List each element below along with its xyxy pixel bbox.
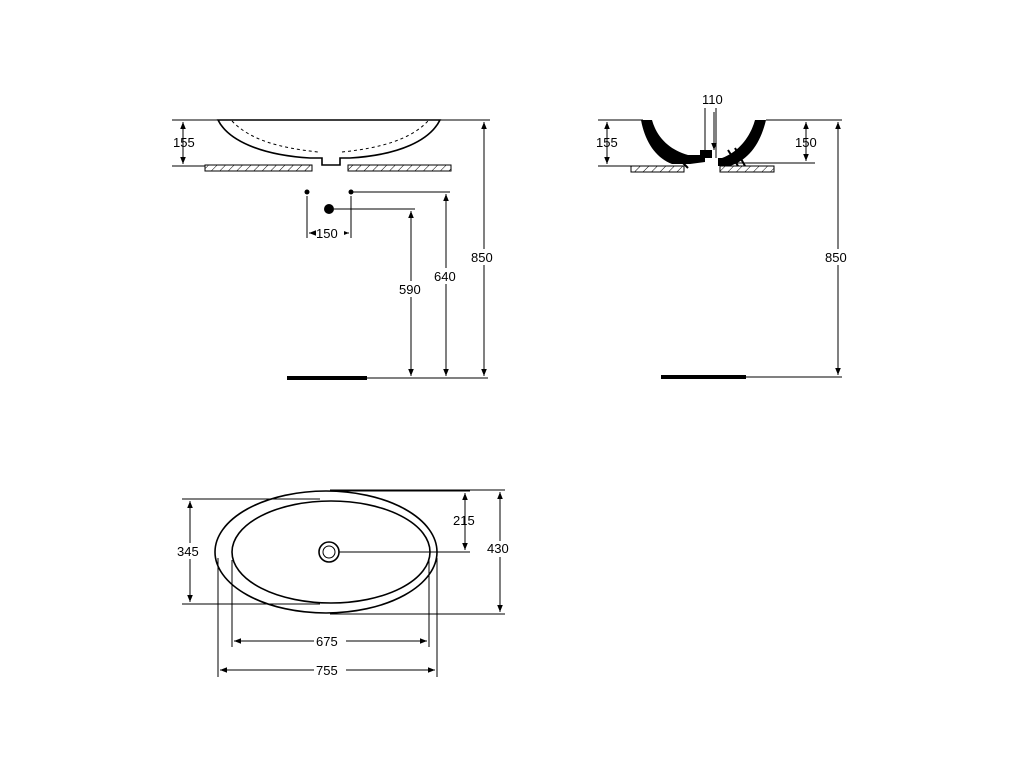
side-inner-depth-label: 150 — [795, 135, 817, 150]
side-basin-shell — [641, 120, 766, 166]
front-basin-outline — [216, 119, 442, 166]
tap-hole-right — [348, 189, 354, 195]
tap-height-label: 640 — [434, 269, 456, 284]
front-basin-inner-dashed — [231, 120, 429, 153]
front-total-height-label: 850 — [471, 250, 493, 265]
front-countertop-left — [204, 164, 313, 172]
side-waste-width-label: 110 — [702, 92, 723, 107]
tap-spacing-label: 150 — [316, 226, 338, 241]
plan-waste-offset-label: 215 — [453, 513, 475, 528]
plan-outer-depth-label: 430 — [487, 541, 509, 556]
plan-outer-width-label: 755 — [316, 663, 338, 678]
side-total-height-label: 850 — [825, 250, 847, 265]
side-countertop-left — [630, 165, 685, 173]
front-view: 155 150 590 640 850 — [172, 119, 498, 380]
plan-waste-inner — [322, 545, 336, 559]
waste-hole — [324, 204, 334, 214]
side-countertop-right — [719, 165, 775, 173]
side-bowl-height-label: 155 — [596, 135, 618, 150]
plan-view: 345 215 430 675 755 — [176, 489, 516, 678]
plan-inner-width-label: 675 — [316, 634, 338, 649]
front-bowl-height-label: 155 — [173, 135, 195, 150]
plan-inner-depth-label: 345 — [177, 544, 199, 559]
side-view: 110 155 150 850 — [596, 92, 852, 379]
plan-waste-outer — [318, 541, 340, 563]
tap-hole-left — [304, 189, 310, 195]
waste-height-label: 590 — [399, 282, 421, 297]
front-countertop-right — [347, 164, 452, 172]
